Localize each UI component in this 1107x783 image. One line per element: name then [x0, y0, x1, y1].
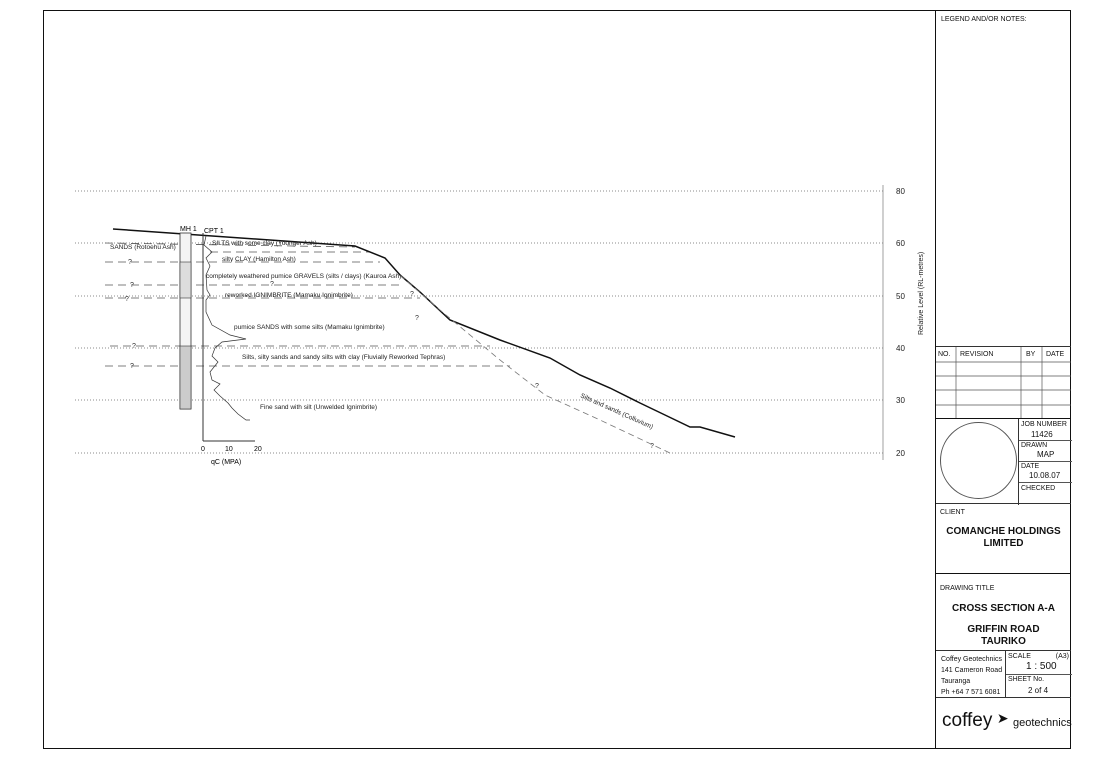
unknown-mark: ?: [270, 281, 274, 288]
drawn: MAP: [1037, 450, 1055, 459]
scale-label: SCALE: [1008, 653, 1031, 660]
logo-text: coffey: [942, 710, 993, 731]
y-tick: 20: [896, 449, 905, 458]
logo-text: geotechnics: [1013, 717, 1072, 729]
client-name: COMANCHE HOLDINGS LIMITED: [946, 526, 1061, 549]
drawing-title-label: DRAWING TITLE: [940, 585, 995, 592]
svg-text:?: ?: [535, 383, 539, 390]
sheet-number: 2 of 4: [1028, 686, 1049, 695]
y-tick: 30: [896, 396, 905, 405]
rev-header: NO.: [938, 351, 951, 358]
stamp-circle: [940, 422, 1017, 499]
job-number-label: JOB NUMBER: [1021, 421, 1067, 428]
cross-section: 80 60 50 40 30 20 Relative Level (RL-met…: [75, 185, 925, 466]
layer-label: silty CLAY (Hamilton Ash): [222, 256, 296, 263]
layer-label: SILTS with some clay (Younger Ash): [212, 240, 317, 247]
logo-mark-icon: ➤: [996, 710, 1009, 726]
layer-label: completely weathered pumice GRAVELS (sil…: [206, 273, 401, 280]
layer-label: Fine sand with silt (Unwelded Ignimbrite…: [260, 404, 377, 411]
layer-label: reworked IGNIMBRITE (Mamaku Ignimbrite): [225, 292, 353, 299]
date-label: DATE: [1021, 463, 1040, 470]
address-line: Tauranga: [941, 678, 971, 685]
rev-header: DATE: [1046, 351, 1065, 358]
cpt-axis-label: qC (MPA): [211, 459, 241, 466]
y-tick: 60: [896, 239, 905, 248]
ground-surface: [112, 228, 736, 438]
svg-text:?: ?: [128, 259, 132, 266]
y-tick: 40: [896, 344, 905, 353]
svg-text:?: ?: [130, 282, 134, 289]
layer-label: pumice SANDS with some silts (Mamaku Ign…: [234, 324, 385, 331]
svg-text:?: ?: [125, 296, 129, 303]
svg-text:?: ?: [130, 363, 134, 370]
drawing-subtitle: GRIFFIN ROAD TAURIKO: [967, 624, 1040, 647]
colluvium-base: [399, 274, 671, 454]
cpt-tick: 0: [201, 446, 205, 453]
cpt-tick: 20: [254, 446, 262, 453]
layer-label: Silts, silty sands and sandy silts with …: [242, 354, 445, 361]
company-logo: coffey ➤ geotechnics: [942, 710, 1072, 732]
drawing-sheet: [43, 10, 1071, 749]
title-block: LEGEND AND/OR NOTES: NO. REVISION BY DAT…: [935, 10, 1072, 749]
svg-text:?: ?: [650, 443, 654, 450]
date: 10.08.07: [1029, 471, 1061, 480]
address-line: Coffey Geotechnics: [941, 656, 1002, 663]
rev-header: BY: [1026, 351, 1036, 358]
svg-text:?: ?: [410, 291, 414, 298]
client-label: CLIENT: [940, 509, 965, 516]
cpt-trace: [203, 235, 250, 421]
cpt-label: CPT 1: [204, 228, 224, 235]
rev-header: REVISION: [960, 351, 994, 358]
y-axis-label: Relative Level (RL-metres): [918, 252, 925, 335]
drawn-label: DRAWN: [1021, 442, 1048, 449]
y-tick: 80: [896, 187, 905, 196]
scale: 1 : 500: [1026, 661, 1057, 672]
address-line: Ph +64 7 571 6081: [941, 689, 1001, 696]
sheet-label: SHEET No.: [1008, 676, 1045, 683]
paper-size: (A3): [1055, 653, 1069, 660]
legend-heading: LEGEND AND/OR NOTES:: [941, 16, 1027, 23]
drawing-title: CROSS SECTION A-A: [952, 603, 1055, 614]
layer-label: SANDS (Rotoehu Ash): [110, 244, 176, 251]
svg-text:?: ?: [415, 315, 419, 322]
y-tick: 50: [896, 292, 905, 301]
svg-text:?: ?: [132, 343, 136, 350]
job-number: 11426: [1031, 430, 1053, 439]
layer-label: Silts and sands (Colluvium): [579, 392, 654, 430]
address-line: 141 Cameron Road: [941, 667, 1003, 674]
mh-label: MH 1: [180, 226, 197, 233]
cpt-tick: 10: [225, 446, 233, 453]
checked-label: CHECKED: [1021, 485, 1056, 492]
revision-table: NO. REVISION BY DATE: [936, 346, 1071, 419]
